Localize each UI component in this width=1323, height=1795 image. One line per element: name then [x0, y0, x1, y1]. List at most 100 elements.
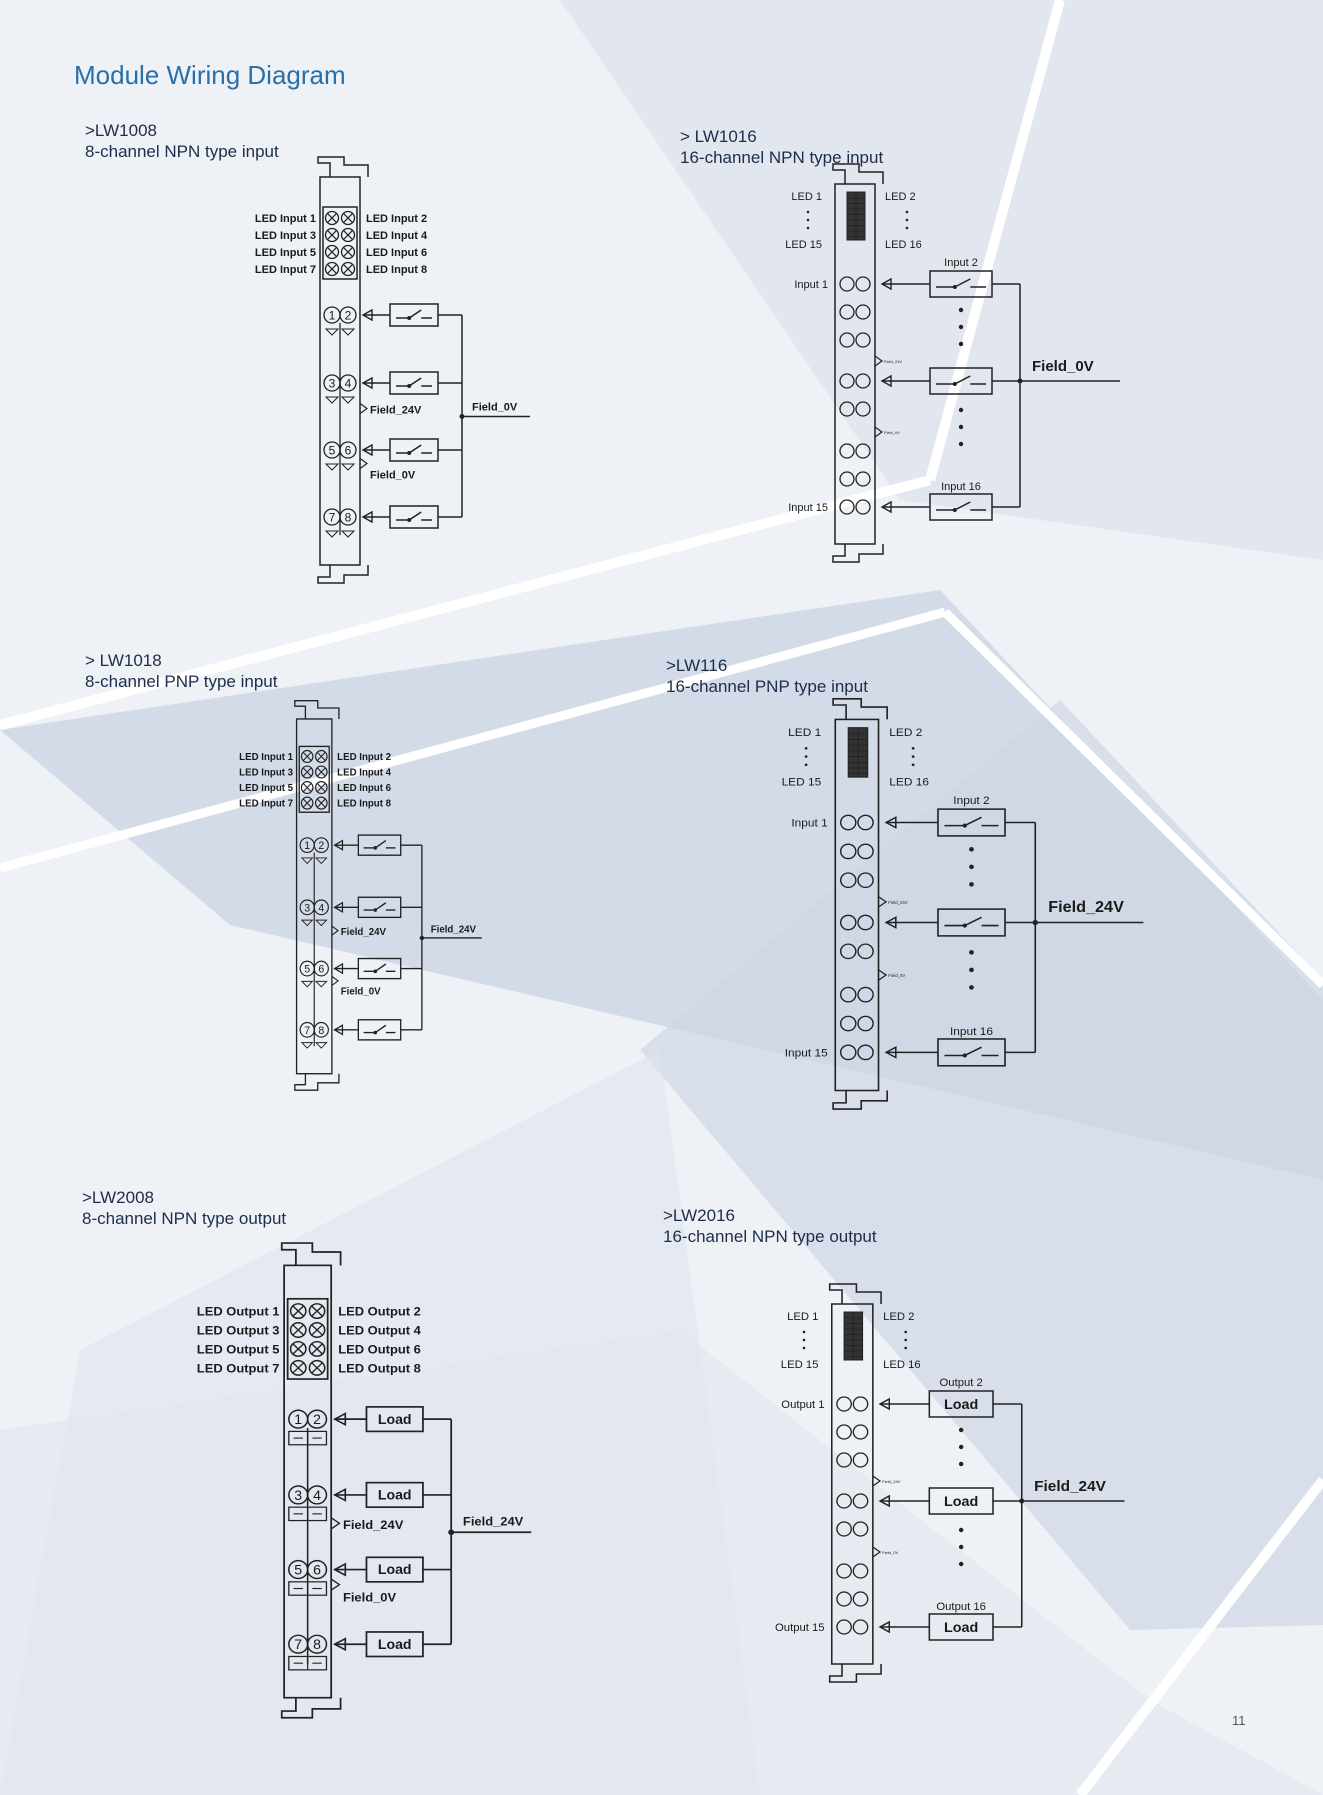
terminal-circle	[836, 1521, 852, 1537]
switch-pivot	[962, 823, 967, 828]
rail-chevron	[331, 975, 339, 986]
top-latch	[832, 163, 884, 184]
top-latch	[317, 156, 369, 177]
ellipsis-dot	[958, 324, 964, 330]
arrow-head	[333, 839, 344, 851]
led-label: LED Input 3	[239, 768, 293, 779]
arrow-head	[361, 510, 373, 524]
rail-chevron	[330, 1517, 341, 1530]
terminal-circle	[839, 332, 855, 348]
ellipsis-dot	[806, 218, 810, 222]
led-cross	[311, 1305, 323, 1317]
rail-chevron	[878, 969, 888, 981]
terminal-circle	[836, 1396, 852, 1412]
ellipsis-dot	[969, 985, 974, 990]
terminal-number: 3	[294, 1488, 302, 1503]
opto-diode	[324, 396, 340, 404]
led-indicator	[308, 1340, 326, 1357]
terminal-circle	[836, 1563, 852, 1579]
led-window	[298, 745, 330, 813]
module-description: 16-channel NPN type output	[663, 1227, 877, 1246]
led-cross	[316, 798, 326, 808]
terminal-number: 7	[329, 511, 336, 525]
led-indicator	[300, 765, 314, 779]
arrow-head	[884, 816, 897, 829]
led-label: LED Input 2	[337, 752, 391, 763]
common-label: Field_0V	[472, 402, 518, 414]
opto-diode	[314, 919, 328, 927]
terminal-circle	[857, 943, 874, 960]
opto-diode	[300, 980, 314, 988]
device-label: Input 2	[953, 794, 989, 807]
opto-diode	[324, 328, 340, 336]
switch-pivot	[373, 1030, 378, 1035]
rail-label-upper: Field_24V	[341, 927, 387, 938]
led-cross	[292, 1362, 305, 1374]
terminal-circle	[306, 1409, 328, 1429]
led-indicator	[314, 749, 328, 763]
bottom-latch	[280, 1697, 342, 1719]
led-label: LED Input 8	[337, 799, 391, 810]
module-code: > LW1016	[680, 127, 757, 146]
channel-label: Output 15	[775, 1622, 825, 1634]
switch-pivot	[407, 518, 412, 522]
rail-chevron	[874, 355, 884, 367]
led-indicator	[289, 1322, 307, 1338]
rail-label-upper: Field_24V	[343, 1518, 404, 1532]
switch-pivot	[407, 451, 412, 455]
led-indicator	[340, 227, 356, 243]
common-label: Field_24V	[1048, 899, 1124, 916]
led-cross	[302, 767, 312, 777]
led-cross	[292, 1324, 305, 1336]
rail-label-lower: Field_0V	[341, 986, 381, 997]
opto-diode	[340, 328, 356, 336]
terminal-number: 3	[304, 902, 310, 914]
rail-label-lower: Field_0V	[370, 470, 416, 482]
ellipsis-dot	[802, 1338, 806, 1342]
terminal-number: 2	[345, 309, 352, 323]
terminal-number: 2	[313, 1412, 321, 1427]
led-label: LED 16	[889, 776, 929, 789]
led-cross	[316, 782, 326, 793]
terminal-circle	[839, 914, 857, 931]
switch-blade	[408, 444, 422, 454]
terminal-circle	[855, 276, 871, 292]
module-caption-lw2016: >LW2016 16-channel NPN type output	[663, 1205, 877, 1247]
terminal-circle	[839, 471, 855, 487]
terminal-number: 1	[329, 309, 336, 323]
terminal-circle	[857, 814, 874, 831]
page-number: 11	[1232, 1713, 1246, 1728]
switch-pivot	[373, 846, 378, 850]
led-cross	[327, 264, 337, 274]
switch-pivot	[962, 1053, 967, 1058]
channel-label: Input 15	[785, 1047, 828, 1060]
terminal-circle	[839, 276, 855, 292]
led-cross	[302, 782, 312, 793]
load-label: Load	[378, 1488, 412, 1503]
load-label: Load	[378, 1412, 412, 1427]
ellipsis-dot	[958, 441, 964, 447]
module-code: >LW116	[666, 656, 728, 675]
channel-label: Input 15	[788, 502, 828, 514]
switch-blade	[954, 375, 971, 385]
switch-blade	[964, 816, 982, 827]
module-code: >LW2008	[82, 1188, 154, 1207]
module-housing	[830, 1303, 874, 1665]
terminal-circle	[839, 872, 857, 889]
ellipsis-dot	[904, 1330, 908, 1334]
switch-blade	[374, 840, 387, 849]
switch-pivot	[952, 508, 957, 512]
ellipsis-dot	[958, 1444, 964, 1450]
ellipsis-dot	[958, 1561, 964, 1567]
ellipsis-dot	[911, 746, 915, 750]
bottom-latch	[317, 565, 369, 584]
led-window	[322, 206, 358, 280]
led-label: LED 2	[883, 1311, 914, 1323]
switch-blade	[374, 1024, 387, 1034]
rail-chevron	[872, 1546, 882, 1558]
